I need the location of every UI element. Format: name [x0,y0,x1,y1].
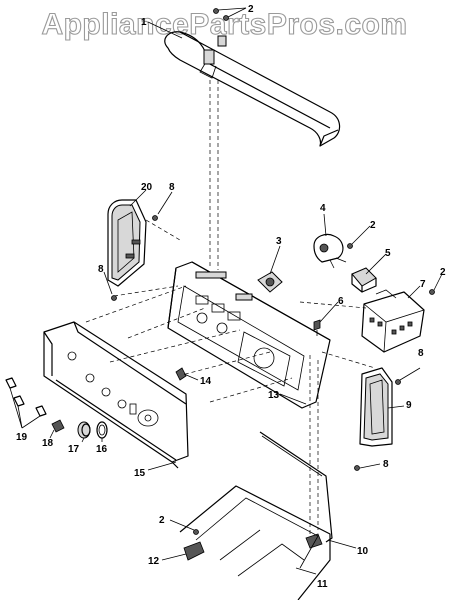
timer-knob [77,421,91,439]
callout-2-timer: 2 [440,267,446,278]
knobs [5,377,47,417]
callout-3: 3 [276,236,282,247]
screw-6 [313,319,321,336]
callout-6: 6 [338,296,344,307]
front-console-panel [43,321,189,469]
bracket-wire [259,431,333,549]
callout-10: 10 [357,546,369,557]
knob-ring [96,421,108,439]
push-switch [351,267,377,293]
callout-5: 5 [385,248,391,259]
screw-8-set [111,215,401,471]
callout-17: 17 [68,444,80,455]
callout-11: 11 [317,579,328,590]
rotary-switch [257,271,283,293]
callout-16: 16 [96,444,108,455]
callout-13: 13 [268,390,280,401]
selector-switch [313,233,347,269]
console-top-cap [164,31,341,147]
screw-top-pair [213,8,229,21]
callout-8-right: 8 [418,348,424,359]
callout-20: 20 [141,182,153,193]
callout-18: 18 [42,438,54,449]
callout-9: 9 [406,400,412,411]
callout-labels: 1 2 20 8 8 3 4 2 5 7 2 6 8 9 8 10 11 2 1… [16,4,446,590]
screw-2-set [193,243,435,535]
callout-8-lower-left: 8 [98,264,104,275]
callout-2-bottom: 2 [159,515,165,526]
timer-assembly [361,289,425,353]
leader-lines [9,7,443,575]
push-button [51,419,65,433]
right-end-cap [359,367,393,447]
callout-2-top: 2 [248,4,254,15]
callout-8-bottom-right: 8 [383,459,389,470]
callout-19: 19 [16,432,28,443]
cabinet-top [179,485,331,600]
panel-clip [175,367,187,381]
cabinet-bracket [183,541,205,561]
callout-12: 12 [148,556,160,567]
callout-15: 15 [134,468,146,479]
callout-7: 7 [420,279,426,290]
callout-4: 4 [320,203,326,214]
left-end-cap [107,199,147,287]
guide-lines [85,80,376,540]
callout-8-upper-left: 8 [169,182,175,193]
callout-14: 14 [200,376,212,387]
callout-1: 1 [141,17,147,28]
control-panel-frame [167,261,331,409]
callout-2-switch: 2 [370,220,376,231]
